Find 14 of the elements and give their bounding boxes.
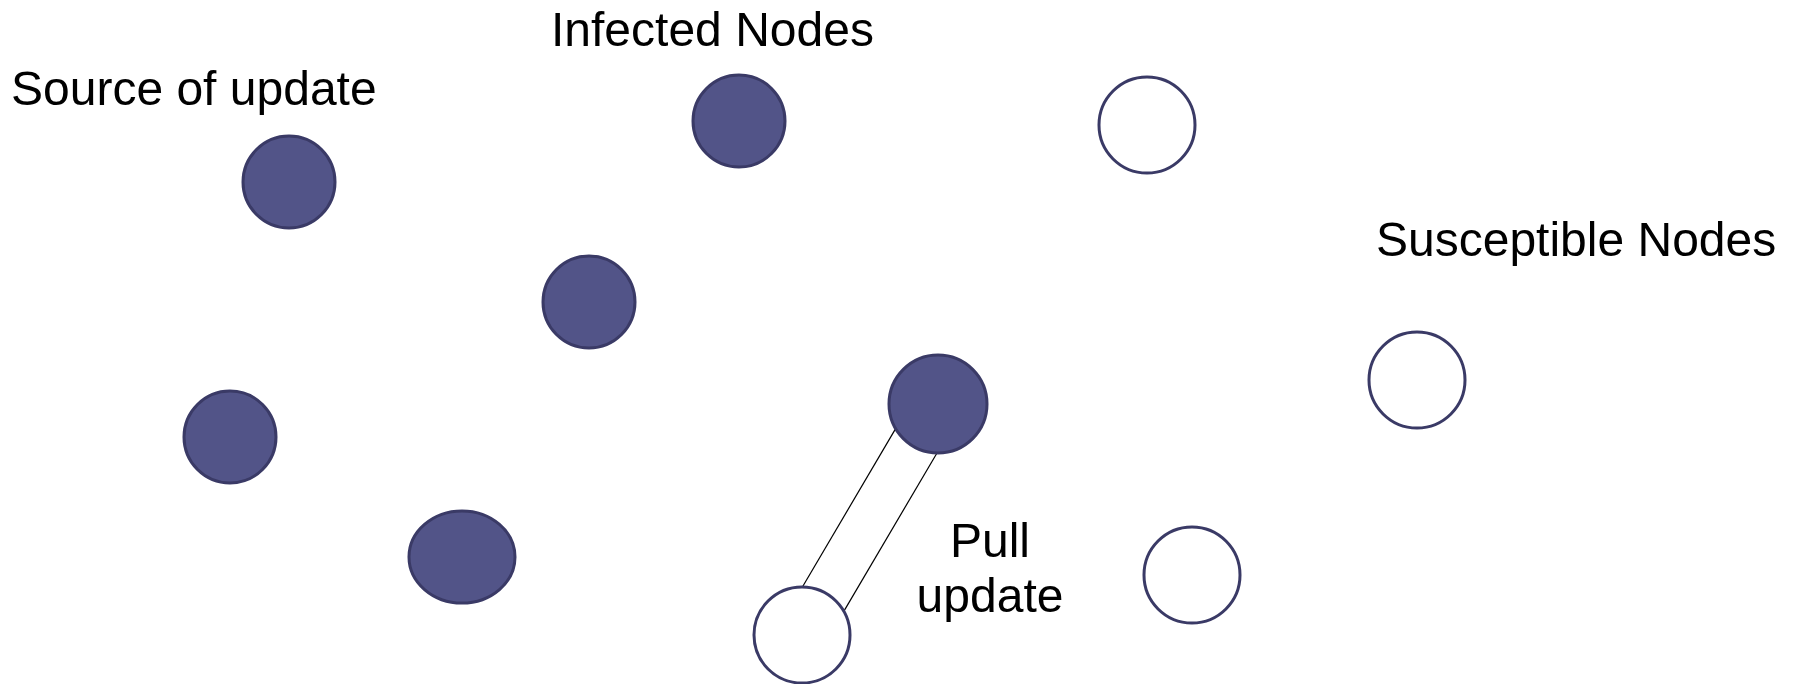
susceptible-node-circle: [1097, 75, 1197, 175]
infected-node-circle: [887, 353, 989, 455]
connector-line: [801, 428, 897, 588]
infected-node-circle: [241, 134, 337, 230]
infected-node-circle: [541, 254, 637, 350]
infected-node-circle: [407, 509, 517, 605]
infected-node-circle: [182, 389, 278, 485]
connector-line: [843, 452, 938, 612]
susceptible-node-circle: [1367, 330, 1467, 430]
annotation-text: Susceptible Nodes: [1376, 212, 1777, 268]
infected-node-circle: [691, 73, 787, 169]
annotation-text: Infected Nodes: [551, 2, 874, 58]
susceptible-node-circle: [1142, 525, 1242, 625]
annotation-text: Source of update: [11, 61, 377, 117]
